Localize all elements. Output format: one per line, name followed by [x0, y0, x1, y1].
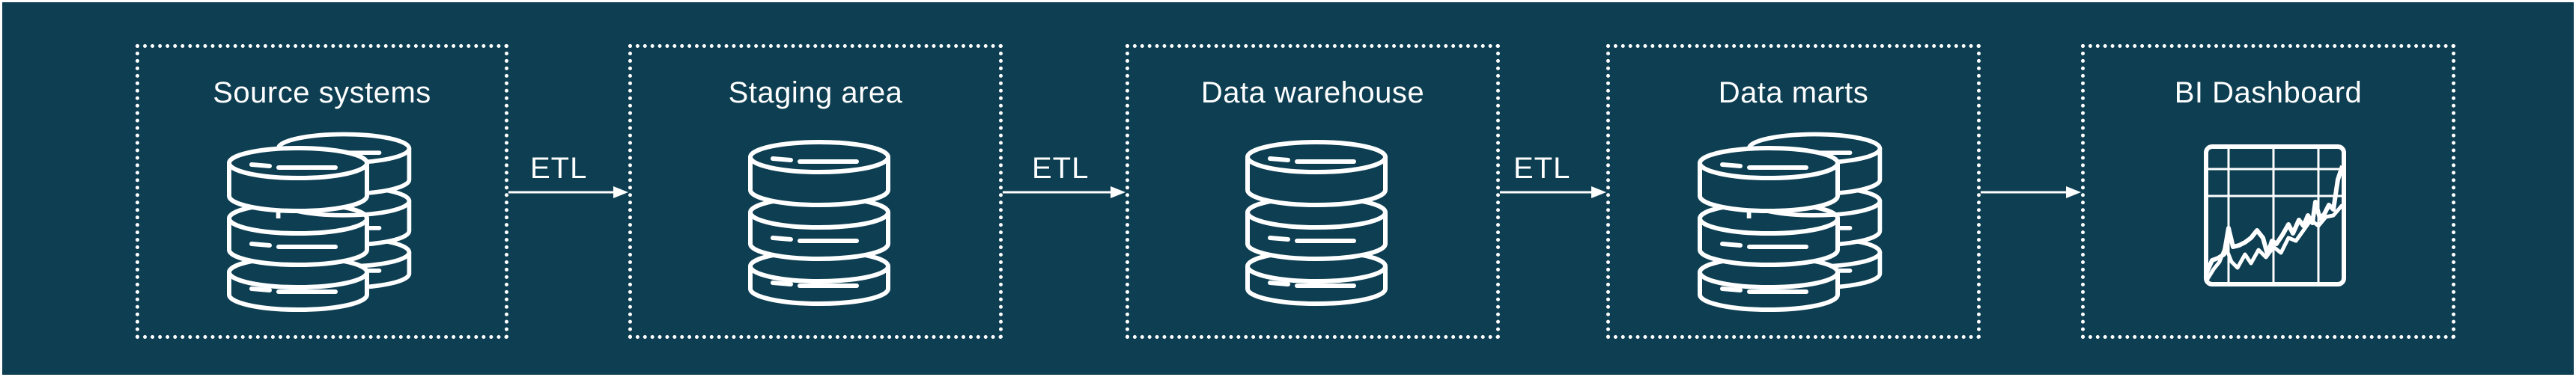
- arrow-right-icon: [1981, 185, 2081, 200]
- stage-title: Source systems: [213, 76, 431, 109]
- stage-title: BI Dashboard: [2174, 76, 2363, 109]
- stage-title: Data warehouse: [1200, 76, 1425, 109]
- stage-title: Staging area: [728, 76, 903, 109]
- stage-staging-area: Staging area: [628, 44, 1003, 339]
- stacked-databases-icon: [1694, 123, 1889, 325]
- arrow-right-icon: [508, 185, 628, 200]
- stage-data-warehouse: Data warehouse: [1126, 44, 1500, 339]
- stage-title: Data marts: [1718, 76, 1869, 109]
- arrow-right-icon: [1003, 185, 1126, 200]
- connector-label: ETL: [1032, 152, 1090, 185]
- connector-label: ETL: [1513, 152, 1571, 185]
- stage-data-marts: Data marts: [1606, 44, 1981, 339]
- arrow-right-icon: [1500, 185, 1606, 200]
- database-icon: [744, 135, 894, 314]
- database-icon: [1242, 135, 1391, 314]
- stage-source-systems: Source systems: [136, 44, 508, 339]
- line-chart-icon: [2204, 144, 2346, 286]
- connector-label: ETL: [530, 152, 588, 185]
- stage-bi-dashboard: BI Dashboard: [2081, 44, 2455, 339]
- stacked-databases-icon: [223, 123, 418, 325]
